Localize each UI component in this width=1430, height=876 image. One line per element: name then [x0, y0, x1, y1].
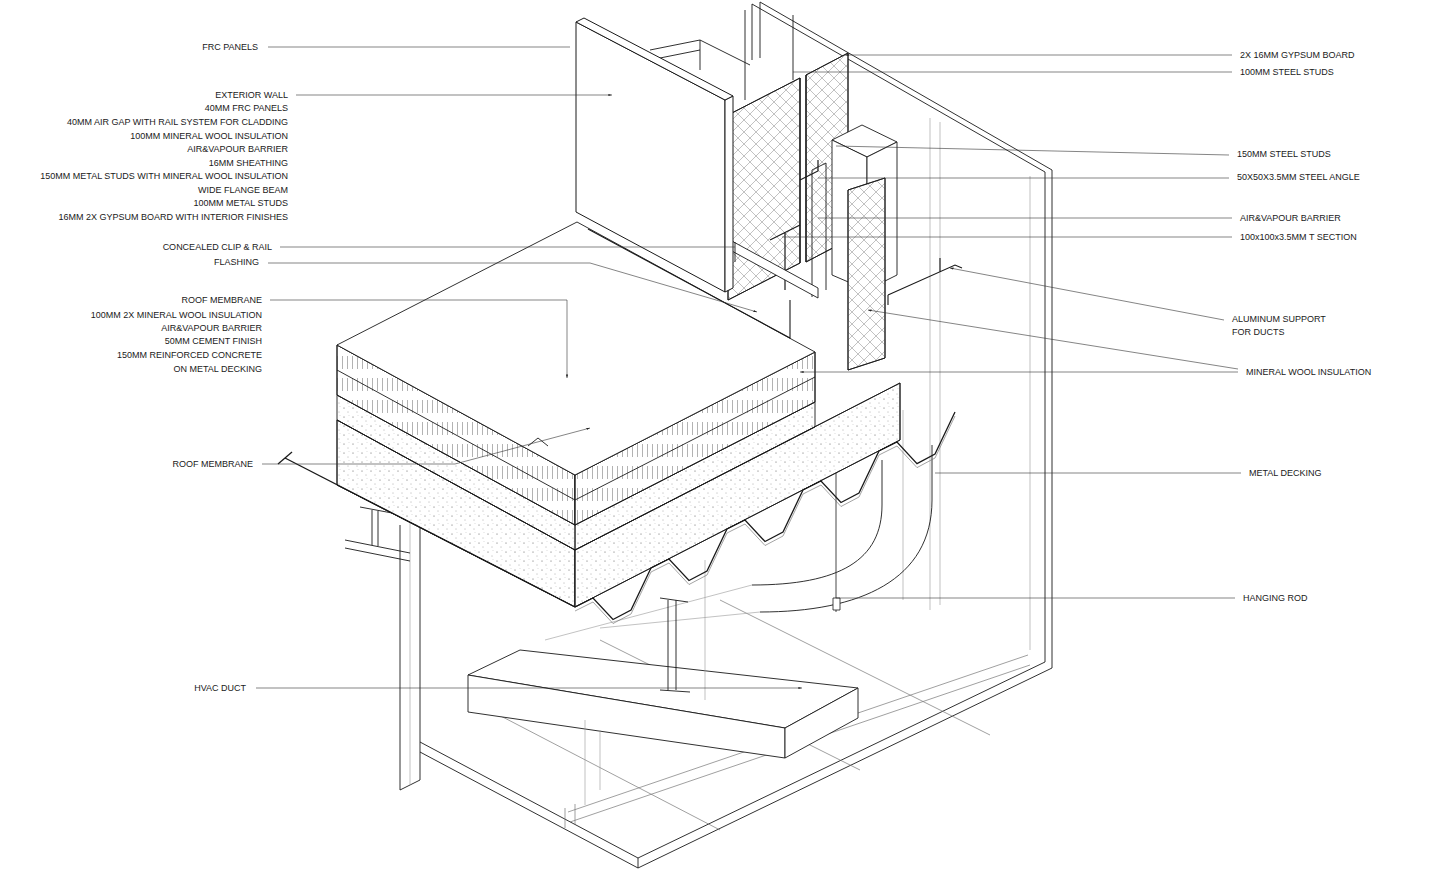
leader-line [818, 218, 1232, 219]
callout-label: 100MM STEEL STUDS [1240, 66, 1334, 78]
steel-angle [800, 160, 818, 180]
leader-line [836, 598, 1235, 599]
callout-label: EXTERIOR WALL [215, 89, 288, 101]
leader-line [782, 237, 1232, 238]
grid-clip [565, 804, 575, 828]
callout-label: 40MM FRC PANELS [205, 102, 288, 114]
frc-panel [576, 18, 733, 292]
leader-line [818, 178, 1229, 179]
roof-slab [337, 222, 900, 607]
leader-lines [256, 47, 1241, 688]
metal-decking [278, 412, 955, 624]
sheathing [800, 75, 806, 263]
callout-label: MINERAL WOOL INSULATION [1246, 366, 1371, 378]
panel-face [576, 22, 725, 292]
leader-line [950, 268, 1224, 320]
mineral-wool [848, 178, 885, 370]
callout-label: ON METAL DECKING [173, 363, 262, 375]
deck-lip [278, 452, 292, 464]
panel-edge [725, 96, 733, 292]
clip [735, 242, 736, 262]
callout-label: 100MM MINERAL WOOL INSULATION [130, 130, 288, 142]
steel-stud [812, 163, 826, 297]
callout-label: 2X 16MM GYPSUM BOARD [1240, 49, 1355, 61]
callout-label: FRC PANELS [202, 41, 258, 53]
callout-label: FLASHING [214, 256, 259, 268]
duct-end [785, 688, 858, 758]
callout-label: 16MM 2X GYPSUM BOARD WITH INTERIOR FINIS… [58, 211, 288, 223]
column [410, 520, 411, 785]
callout-label: CONCEALED CLIP & RAIL [163, 241, 272, 253]
callout-label: AIR&VAPOUR BARRIER [161, 322, 262, 334]
callout-label: FOR DUCTS [1232, 326, 1285, 338]
beam-section [660, 598, 690, 692]
leader-line [845, 55, 1232, 56]
callout-label: AIR&VAPOUR BARRIER [187, 143, 288, 155]
column [400, 517, 420, 790]
hanging-rod [585, 560, 705, 805]
leader-line [268, 47, 570, 48]
leader-line [800, 372, 1238, 373]
rod-clamp [833, 598, 840, 610]
leader-line [296, 95, 612, 96]
leader-line [270, 300, 567, 378]
leader-line [935, 473, 1241, 474]
callout-label: 150MM METAL STUDS WITH MINERAL WOOL INSU… [40, 170, 288, 182]
leader-line [868, 310, 1238, 369]
leader-line [836, 146, 1229, 155]
beam-web [360, 507, 392, 546]
aluminum-support [888, 258, 962, 305]
panel-top [576, 18, 733, 100]
insulation-ground [848, 178, 885, 370]
floor-slab [400, 517, 1052, 868]
callout-label: 100x100x3.5MM T SECTION [1240, 231, 1357, 243]
callout-label: 16MM SHEATHING [209, 157, 288, 169]
callout-label: 50X50X3.5MM STEEL ANGLE [1237, 171, 1360, 183]
deck-ridge [285, 458, 575, 607]
callout-label: 50MM CEMENT FINISH [165, 335, 262, 347]
callout-label: ROOF MEMBRANE [172, 458, 253, 470]
callout-label: 150MM REINFORCED CONCRETE [117, 349, 262, 361]
leader-line [280, 247, 735, 248]
hanging-rod [836, 470, 837, 612]
deck-profile [575, 416, 955, 624]
deck-profile [575, 412, 955, 620]
callout-label: 40MM AIR GAP WITH RAIL SYSTEM FOR CLADDI… [67, 116, 288, 128]
callout-label: WIDE FLANGE BEAM [198, 184, 288, 196]
leader-line [256, 688, 802, 689]
clip-rail [730, 240, 818, 298]
callout-label: 100MM METAL STUDS [193, 197, 288, 209]
callout-label: METAL DECKING [1249, 467, 1322, 479]
callout-label: 100MM 2X MINERAL WOOL INSULATION [91, 309, 262, 321]
callout-label: 150MM STEEL STUDS [1237, 148, 1331, 160]
callout-label: HANGING ROD [1243, 592, 1308, 604]
gypsum-board [760, 2, 1052, 668]
leader-line [262, 428, 590, 464]
beam-flange [345, 540, 410, 561]
floor-edge [638, 858, 639, 868]
callout-label: AIR&VAPOUR BARRIER [1240, 212, 1341, 224]
callout-label: ROOF MEMBRANE [181, 294, 262, 306]
leader-line [268, 263, 757, 312]
gypsum-board [752, 2, 760, 60]
callout-label: ALUMINUM SUPPORT [1232, 313, 1326, 325]
steel-stud [903, 118, 1030, 650]
callout-label: HVAC DUCT [194, 682, 246, 694]
duct-side [468, 675, 785, 758]
leader-line [793, 72, 1232, 73]
